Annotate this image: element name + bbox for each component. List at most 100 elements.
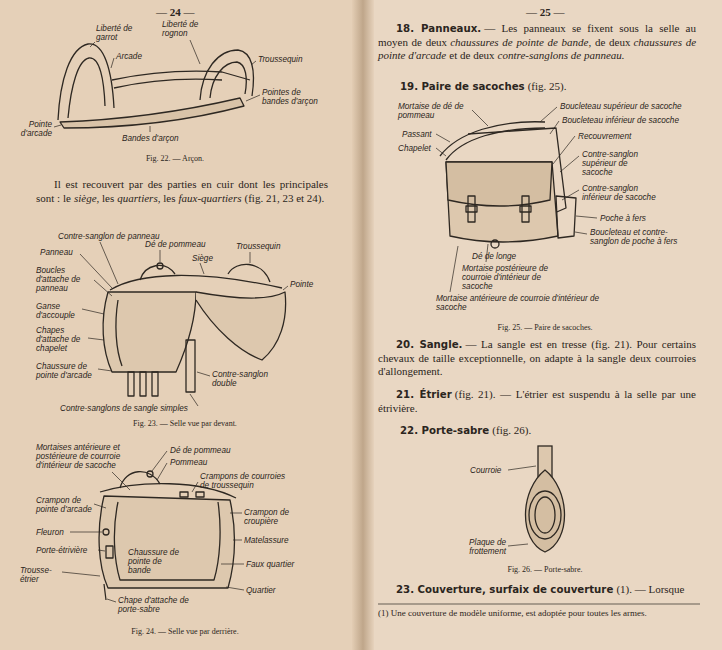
saddlebags-figure-part xyxy=(446,162,552,206)
leader-line-part xyxy=(197,372,210,376)
leader-line-part xyxy=(508,466,536,470)
leader-line-part xyxy=(221,564,244,565)
saddlebags-figure-part xyxy=(520,206,531,212)
leader-line xyxy=(436,107,597,292)
body-text: (1). — Lorsque xyxy=(616,583,684,595)
body-text: et de deux xyxy=(449,49,494,61)
body-text: siège xyxy=(74,192,97,204)
leader-line-part xyxy=(246,95,260,101)
text-rule xyxy=(378,604,700,605)
saddle-tree-figure xyxy=(58,44,253,128)
part-label: Siège xyxy=(192,254,213,263)
section-heading: 21. Étrier xyxy=(396,389,452,400)
part-label: Ganse d'accouple xyxy=(36,302,82,320)
leader-line-part xyxy=(190,394,198,406)
saddle-rear-figure-part xyxy=(106,546,113,558)
leader-line-part xyxy=(450,246,458,292)
leader-line-part xyxy=(152,451,167,471)
part-label: Pointes de bandes d'arçon xyxy=(262,88,324,106)
leader-line-part xyxy=(283,286,288,290)
part-label: Troussequin xyxy=(258,55,302,64)
saddle-tree-figure-part xyxy=(60,98,244,128)
part-label: Contre-sanglon double xyxy=(212,370,274,388)
saddlebags-figure-part xyxy=(468,196,475,222)
part-label: Contre-sanglon de panneau xyxy=(58,232,160,241)
part-label: Crampon de croupière xyxy=(244,508,302,526)
body-text: chaussures de pointe de bande xyxy=(450,36,588,48)
body-text: (fig. 26). xyxy=(492,424,531,436)
leader-line-part xyxy=(157,463,167,480)
part-label: Recouvrement xyxy=(578,132,631,141)
saddle-rear-figure-part xyxy=(104,584,106,600)
part-label: Panneau xyxy=(40,248,73,257)
leader-line-part xyxy=(562,190,579,200)
leader-line-part xyxy=(94,280,112,296)
saddlebags-figure-part xyxy=(440,122,545,156)
part-label: Mortaises antérieure et postérieure de c… xyxy=(36,443,148,470)
saddle-front-figure-part xyxy=(152,372,158,396)
leader-line-part xyxy=(560,156,579,172)
body-text: (fig. 25). xyxy=(528,80,567,92)
part-label: Arcade xyxy=(116,52,142,61)
paragraph: 21. Étrier(fig. 21). — L'étrier est susp… xyxy=(378,388,696,415)
part-label: Contre-sanglon inférieur de sacoche xyxy=(582,184,660,202)
part-label: Liberté de rognon xyxy=(162,20,218,38)
body-text: , les xyxy=(97,192,115,204)
footnote: (1) Une couverture de modèle uniforme, e… xyxy=(378,608,700,619)
saddle-front-figure-part xyxy=(103,292,196,372)
paragraph: Il est recouvert par des parties en cuir… xyxy=(36,178,328,205)
leader-line-part xyxy=(98,369,112,371)
paper-part xyxy=(0,0,352,650)
body-text: quartiers xyxy=(117,192,157,204)
part-label: Chape d'attache de porte-sabre xyxy=(118,596,200,614)
part-label: Plaque de frottement xyxy=(452,538,506,556)
leader-line xyxy=(80,242,288,406)
leader-line-part xyxy=(226,587,244,590)
leader-line-part xyxy=(90,42,95,47)
leader-line-part xyxy=(472,110,488,126)
saddle-rear-figure-part xyxy=(114,502,220,580)
part-label: Dé de pommeau xyxy=(145,240,206,249)
part-label: Dé de longe xyxy=(472,252,516,261)
leader-line-part xyxy=(54,125,61,127)
saddle-tree-figure-part xyxy=(58,44,114,120)
part-label: Quartier xyxy=(246,586,276,595)
saddle-tree-figure-part xyxy=(114,79,222,88)
leader-line-part xyxy=(82,309,104,314)
saddlebags-figure xyxy=(440,122,576,248)
figure-caption: Fig. 22. — Arçon. xyxy=(100,155,250,164)
part-label: Mortaise de dé de pommeau xyxy=(398,102,472,120)
section-heading: 19. Paire de sacoches xyxy=(400,81,525,92)
page-number: — 25 — xyxy=(526,6,565,18)
part-label: Dé de pommeau xyxy=(170,446,231,455)
saddlebags-figure-part xyxy=(491,240,499,248)
part-label: Boucleteau supérieur de sacoche xyxy=(560,102,682,111)
part-label: Boucles d'attache de panneau xyxy=(36,266,94,293)
saddle-front-figure-part xyxy=(128,372,134,396)
saddle-front-figure-part xyxy=(110,275,282,290)
leader-line-part xyxy=(436,134,450,142)
part-label: Mortaise antérieure de courroie d'intéri… xyxy=(436,294,608,312)
leader-line-part xyxy=(190,40,200,64)
saddle-rear-figure-part xyxy=(99,496,234,588)
leader-line-part xyxy=(230,513,242,514)
figure-caption: Fig. 25. — Paire de sacoches. xyxy=(460,324,630,333)
part-label: Boucleteau et contre-sanglon de poche à … xyxy=(590,228,682,246)
saddle-rear-figure xyxy=(99,471,236,600)
section-heading: 18. Panneaux. xyxy=(396,23,481,34)
body-text: (fig. 21, 23 et 24). xyxy=(245,192,325,204)
part-label: Liberté de garrot xyxy=(96,24,148,42)
saddle-front-figure-part xyxy=(157,263,163,269)
part-label: Chapelet xyxy=(398,144,431,153)
paper-part xyxy=(352,0,374,650)
saddle-front-figure-part xyxy=(140,372,146,396)
body-text: , les xyxy=(158,192,176,204)
part-label: Passant xyxy=(402,130,432,139)
part-label: Trousse-étrier xyxy=(20,566,62,584)
body-text: , de deux xyxy=(589,36,631,48)
part-label: Crampons de courroies de troussequin xyxy=(200,472,294,490)
saddle-tree-figure-part xyxy=(68,58,105,118)
